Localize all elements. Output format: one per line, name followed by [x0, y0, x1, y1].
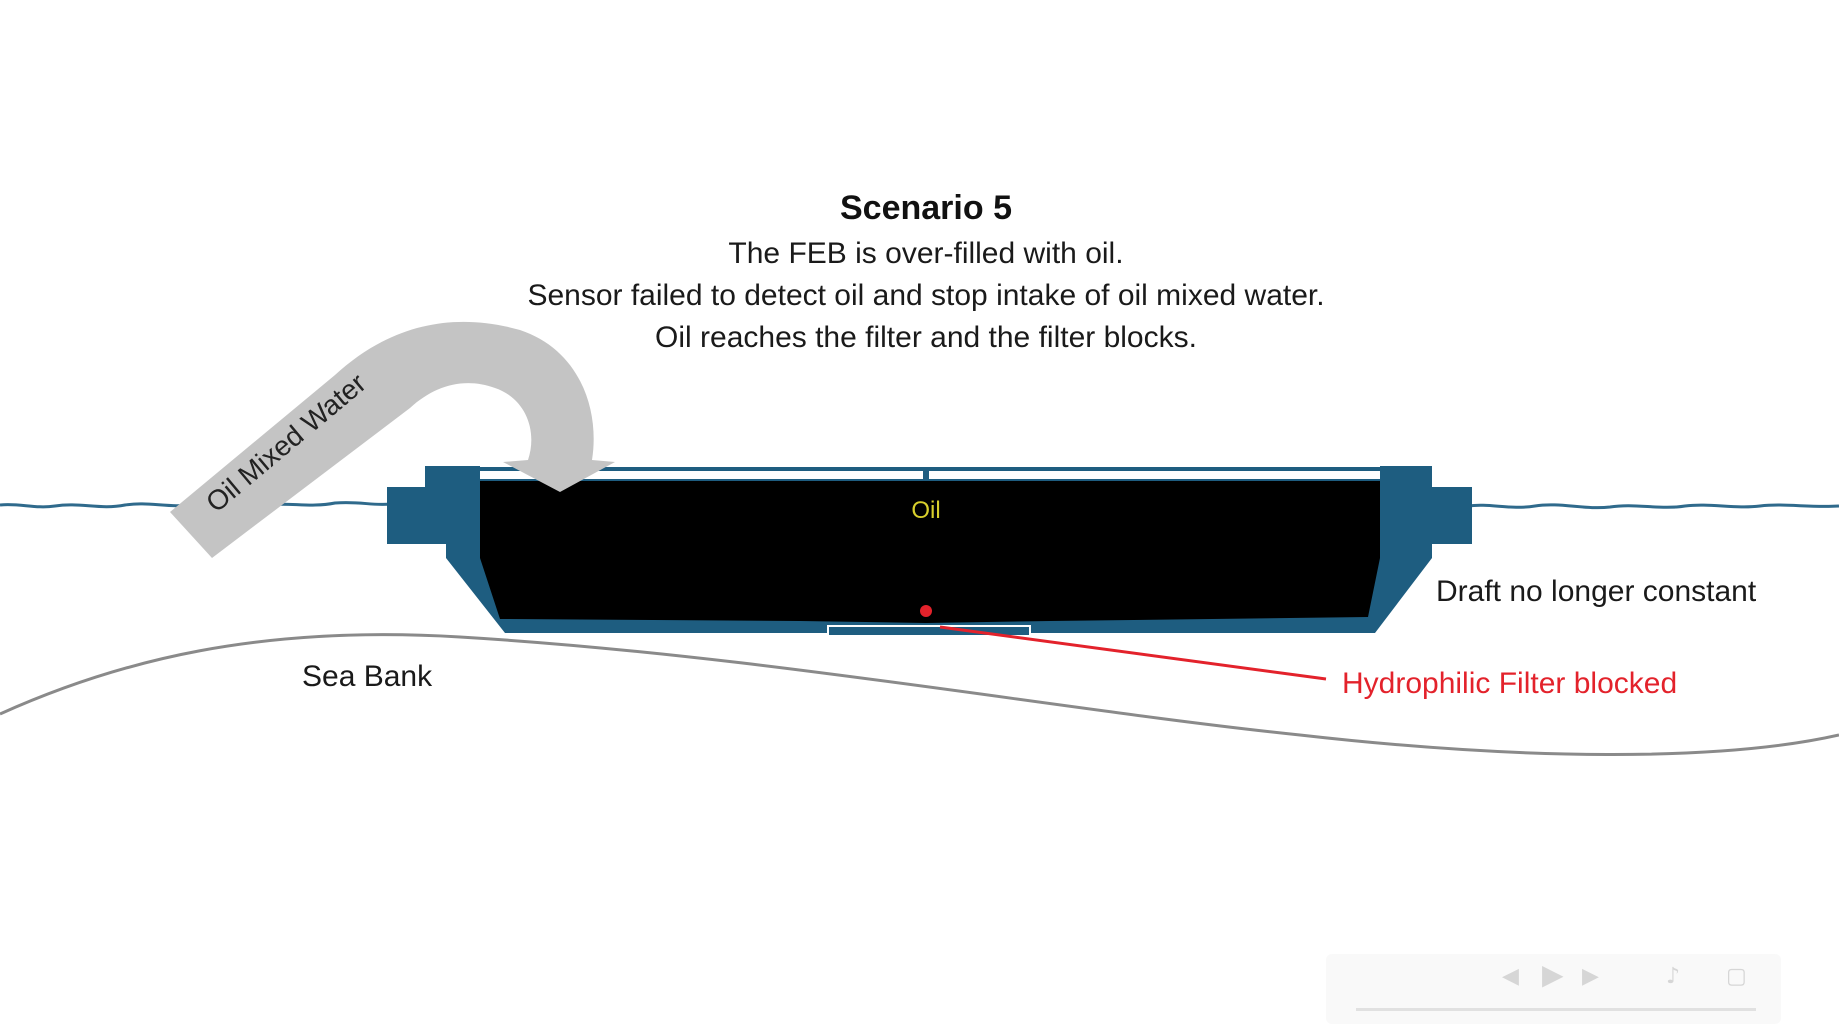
oil-fill [480, 481, 1380, 623]
vessel-center-post [923, 467, 929, 481]
water-surface-right [1467, 503, 1839, 510]
sea-bank-label: Sea Bank [302, 660, 433, 693]
fullscreen-icon[interactable]: ▢ [1726, 964, 1747, 989]
seek-track[interactable] [1356, 1008, 1756, 1011]
skip-back-icon[interactable]: ◀ [1502, 964, 1519, 989]
description-line-1: The FEB is over-filled with oil. [728, 237, 1123, 270]
skip-forward-icon[interactable]: ▶ [1582, 964, 1599, 989]
volume-icon[interactable]: ♪ [1666, 964, 1681, 989]
scenario-title: Scenario 5 [840, 189, 1012, 227]
description-line-3: Oil reaches the filter and the filter bl… [655, 321, 1197, 354]
intake-arrow [170, 321, 615, 558]
play-icon[interactable]: ▶ [1542, 958, 1564, 991]
vessel-top-rail [480, 467, 1380, 471]
filter-marker [920, 605, 932, 617]
draft-label: Draft no longer constant [1436, 575, 1757, 608]
oil-label: Oil [911, 497, 940, 524]
filter-label: Hydrophilic Filter blocked [1342, 667, 1677, 700]
filter-slot [827, 625, 1031, 637]
filter-callout-line [939, 625, 1327, 681]
description-line-2: Sensor failed to detect oil and stop int… [527, 279, 1324, 312]
media-player-controls[interactable]: ◀ ▶ ▶ ♪ ▢ [1326, 954, 1781, 1024]
sea-bank-line [0, 633, 1839, 756]
